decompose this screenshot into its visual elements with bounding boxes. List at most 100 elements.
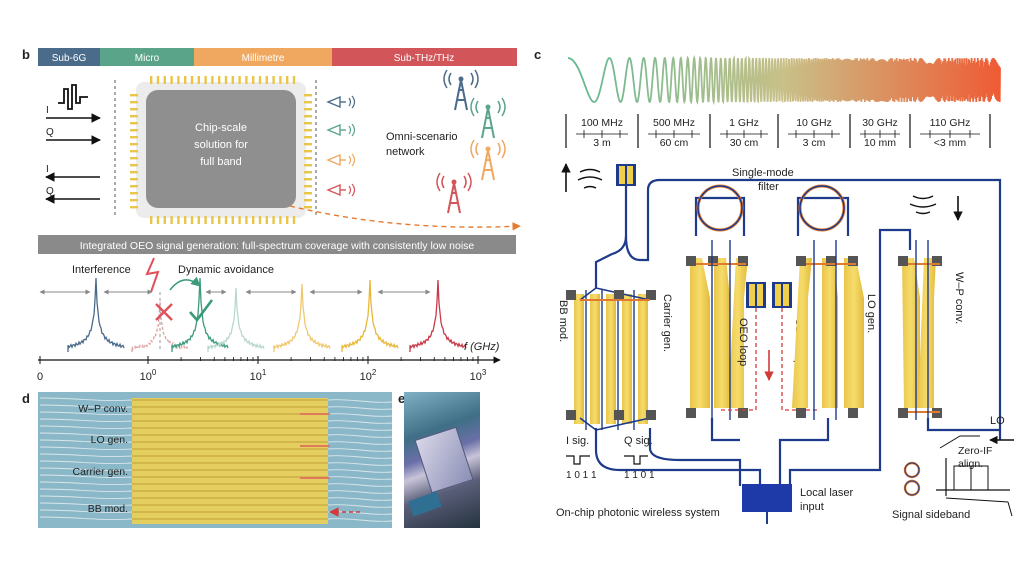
- lo-gen-block: [792, 240, 864, 420]
- scale-frequency: 500 MHz: [653, 117, 695, 129]
- chip-pin: [130, 101, 138, 104]
- bond-wire: [39, 502, 133, 507]
- waveguides: [594, 178, 1002, 486]
- panel-b: b Sub-6G Micro Millimetre Sub-THz/THz I …: [22, 47, 521, 383]
- chip-pin: [163, 76, 166, 84]
- band-label-micro: Micro: [135, 53, 160, 64]
- chip-pin: [286, 76, 289, 84]
- bond-wire: [39, 418, 133, 423]
- chip-pin: [252, 76, 255, 84]
- oeo-loop-label-1: OEO loop: [737, 318, 749, 366]
- chip-pin: [238, 76, 241, 84]
- wp-conv-label: W–P conv.: [953, 272, 965, 324]
- bond-wire: [39, 404, 133, 409]
- chip-icon: Chip-scale solution for full band: [130, 76, 312, 224]
- bond-wire: [327, 469, 393, 473]
- bond-wire: [327, 462, 393, 466]
- bond-wire: [39, 467, 133, 472]
- packaged-chip-board: [408, 491, 442, 517]
- chip-pin: [130, 122, 138, 125]
- chip-pin: [265, 216, 268, 224]
- axis-tick-label: 0: [37, 371, 43, 383]
- d-label-lo: LO gen.: [91, 434, 128, 446]
- tower-icon-2: [470, 97, 506, 139]
- carrier-gen-block: [686, 240, 748, 420]
- coupler-rings: [903, 461, 921, 497]
- zero-if-line1: Zero-IF: [958, 445, 992, 457]
- baseband-pulse-icon: [58, 84, 88, 110]
- chip-pin: [130, 150, 138, 153]
- bond-wire: [39, 432, 133, 437]
- chip-pin: [304, 171, 312, 174]
- chip-pin: [190, 76, 194, 84]
- chip-pin: [265, 76, 268, 84]
- chip-pin: [130, 164, 138, 167]
- chip-pin: [304, 115, 312, 118]
- panel-d: d W–P conv. LO gen. Carrier gen. BB mod.: [22, 391, 393, 528]
- ring-resonators: [696, 184, 846, 232]
- io-in-q-label: Q: [46, 127, 54, 138]
- q-bits: 1 1 0 1: [624, 470, 655, 481]
- lo-gen-label: LO gen.: [865, 294, 877, 333]
- axis-label: f (GHz): [464, 341, 500, 353]
- tower-icon-3: [470, 139, 506, 181]
- panel-c-label: c: [534, 47, 541, 62]
- local-laser-icon: [742, 484, 792, 512]
- signal-sideband-label: Signal sideband: [892, 509, 970, 521]
- chip-text-line1: Chip-scale: [195, 122, 247, 134]
- lo-label: LO: [990, 415, 1005, 427]
- bond-wire: [327, 518, 393, 522]
- cross-icon: [155, 303, 173, 321]
- bond-wire: [39, 446, 133, 451]
- spectrum-peak: [67, 277, 125, 352]
- bond-wire: [327, 490, 393, 494]
- scale-wavelength: 60 cm: [660, 137, 689, 149]
- chip-pin: [184, 216, 187, 224]
- bond-wire: [39, 488, 133, 493]
- bond-wire: [327, 434, 393, 438]
- carrier-gen-label: Carrier gen.: [661, 294, 673, 352]
- chip-pin: [204, 76, 207, 84]
- bond-wire: [327, 448, 393, 452]
- axis-tick-label: 101: [250, 368, 267, 383]
- antenna-icon-3: [326, 153, 356, 167]
- system-caption: On-chip photonic wireless system: [556, 507, 720, 519]
- chip-pin: [130, 94, 138, 97]
- chip-pin: [238, 216, 241, 224]
- bond-wire: [327, 399, 393, 403]
- axis-tick-label: 103: [470, 368, 487, 383]
- chip-pin: [218, 76, 221, 84]
- chip-pins-bottom: [150, 216, 296, 224]
- chip-pin: [252, 216, 255, 224]
- chip-text-line2: solution for: [194, 139, 248, 151]
- band-bar: Sub-6G Micro Millimetre Sub-THz/THz: [38, 48, 517, 66]
- chip-pin: [272, 216, 275, 224]
- antenna-icon-2: [326, 123, 356, 137]
- chip-pin: [258, 76, 262, 84]
- chip-pin: [304, 150, 312, 153]
- spectrum-peaks: [39, 277, 467, 352]
- scale-wavelength: 10 mm: [864, 137, 896, 149]
- band-label-subthz: Sub-THz/THz: [394, 53, 455, 64]
- chip-pin: [130, 143, 138, 146]
- bond-wire: [39, 495, 133, 500]
- bond-wire: [39, 411, 133, 416]
- bond-wire: [327, 455, 393, 459]
- band-subthz: [332, 48, 517, 66]
- bond-wire: [327, 406, 393, 410]
- chip-pin: [156, 76, 160, 84]
- chip-pin: [286, 216, 289, 224]
- chip-pin: [272, 76, 275, 84]
- chip-pin: [292, 216, 296, 224]
- antenna-icon-4: [326, 183, 356, 197]
- chip-pins-right: [304, 94, 312, 209]
- q-sig-label: Q sig.: [624, 435, 653, 447]
- chip-pin: [304, 157, 312, 160]
- bond-wire: [39, 516, 133, 521]
- lightning-icon: [145, 257, 160, 293]
- chip-photo-stripes: [132, 399, 330, 520]
- chip-pin: [130, 171, 138, 174]
- chip-pin: [224, 76, 228, 84]
- bond-wire: [327, 420, 393, 424]
